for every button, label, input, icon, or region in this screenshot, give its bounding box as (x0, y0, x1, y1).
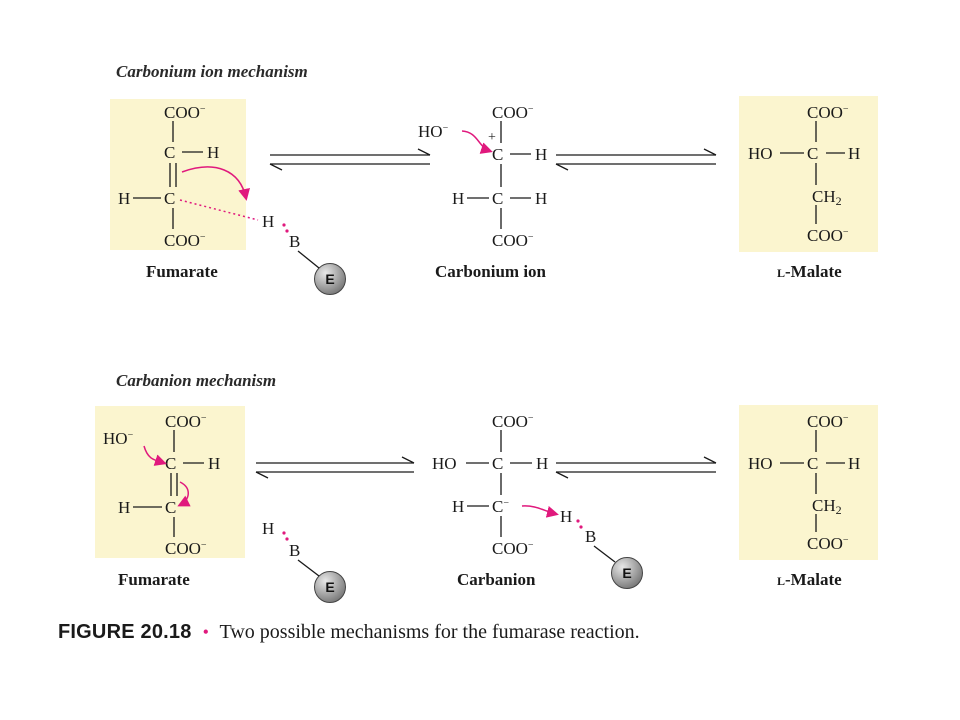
malate-coo-top: COO− (807, 103, 849, 122)
anion-base-hydrogen: H (560, 507, 573, 526)
bond-dot (579, 525, 583, 529)
fumarate-coo-top: COO− (164, 103, 206, 122)
fumarate2-h-3: H (118, 498, 131, 517)
equilibrium-arrow (703, 148, 717, 156)
base2-b: B (289, 541, 301, 560)
fumarate-h-3: H (118, 189, 131, 208)
fumarate-coo-bottom: COO− (164, 231, 206, 250)
fumarate2-hydroxide: HO− (103, 429, 134, 448)
ion-h-3b: H (535, 189, 548, 208)
ion-carbon-3: C (492, 189, 504, 208)
equilibrium-arrow (417, 148, 431, 156)
bond-dot (285, 537, 289, 541)
ion-coo-top: COO− (492, 103, 534, 122)
ion-hydroxide: HO− (418, 122, 449, 141)
malate-ch2: CH2 (812, 187, 842, 208)
anion-h-3: H (452, 497, 465, 516)
section-title-carbonium: Carbonium ion mechanism (116, 62, 308, 81)
figure-number: FIGURE 20.18 (58, 621, 192, 643)
ion-plus-charge: + (488, 130, 496, 145)
bond-dot (576, 519, 580, 523)
bond-dot (282, 531, 286, 535)
bond-line (297, 250, 320, 269)
fumarate-h-2: H (207, 143, 220, 162)
malate2-label: L-Malate (777, 570, 842, 589)
fumarate2-coo-bottom: COO− (165, 539, 207, 558)
equilibrium-arrow (555, 163, 569, 171)
fumarate-highlight-panel (110, 99, 246, 250)
anion-base-b: B (585, 527, 597, 546)
ion-h-2: H (535, 145, 548, 164)
malate2-hydroxyl: HO (748, 454, 773, 473)
bond-dot (282, 223, 286, 227)
anion-coo-top: COO− (492, 412, 534, 431)
bond-dot (285, 229, 289, 233)
malate-coo-bottom: COO− (807, 226, 849, 245)
equilibrium-arrow (401, 456, 415, 464)
electron-arrow (181, 166, 250, 201)
electron-arrow (461, 130, 493, 154)
base2-hydrogen: H (262, 519, 275, 538)
malate-h-2: H (848, 144, 861, 163)
fumarate-label: Fumarate (146, 262, 218, 281)
fumarate2-coo-top: COO− (165, 412, 207, 431)
bond-line (297, 559, 320, 577)
malate-carbon-2: C (807, 144, 819, 163)
ion-coo-bottom: COO− (492, 231, 534, 250)
equilibrium-arrow (255, 471, 269, 479)
base-hydrogen: H (262, 212, 275, 231)
equilibrium-arrow (269, 163, 283, 171)
fumarate2-carbon-3: C (165, 498, 177, 517)
malate-hydroxyl: HO (748, 144, 773, 163)
anion-carbon-2: C (492, 454, 504, 473)
equilibrium-arrow (555, 471, 569, 479)
ion-h-3a: H (452, 189, 465, 208)
figure-caption: FIGURE 20.18 • Two possible mechanisms f… (58, 622, 640, 642)
malate2-carbon-2: C (807, 454, 819, 473)
dotted-interaction (179, 199, 259, 221)
anion-coo-bottom: COO− (492, 539, 534, 558)
malate-highlight-panel-2 (739, 405, 878, 560)
anion-hydroxyl: HO (432, 454, 457, 473)
enzyme-icon-2: E (314, 571, 346, 603)
equilibrium-arrow (703, 456, 717, 464)
base-b: B (289, 232, 301, 251)
malate2-coo-top: COO− (807, 412, 849, 431)
malate2-coo-bottom: COO− (807, 534, 849, 553)
electron-arrow (521, 505, 559, 518)
carbanion-label: Carbanion (457, 570, 536, 589)
malate-highlight-panel (739, 96, 878, 252)
bond-line (593, 545, 616, 563)
enzyme-icon-3: E (611, 557, 643, 589)
section-title-carbanion: Carbanion mechanism (116, 371, 277, 390)
electron-arrow (143, 445, 167, 466)
fumarate2-carbon-2: C (165, 454, 177, 473)
ion-carbon-2: C (492, 145, 504, 164)
fumarate2-label: Fumarate (118, 570, 190, 589)
fumarate2-h-2: H (208, 454, 221, 473)
enzyme-icon: E (314, 263, 346, 295)
malate-label: L-Malate (777, 262, 842, 281)
caption-text: Two possible mechanisms for the fumarase… (219, 621, 640, 643)
fumarate-highlight-panel-2 (95, 406, 245, 558)
electron-arrow (177, 481, 191, 507)
caption-bullet: • (202, 622, 209, 642)
anion-carbon-3: C− (492, 497, 509, 516)
malate2-h-2: H (848, 454, 861, 473)
malate2-ch2: CH2 (812, 496, 842, 517)
fumarate-carbon-3: C (164, 189, 176, 208)
fumarate-carbon-2: C (164, 143, 176, 162)
carbonium-ion-label: Carbonium ion (435, 262, 546, 281)
anion-h-2: H (536, 454, 549, 473)
